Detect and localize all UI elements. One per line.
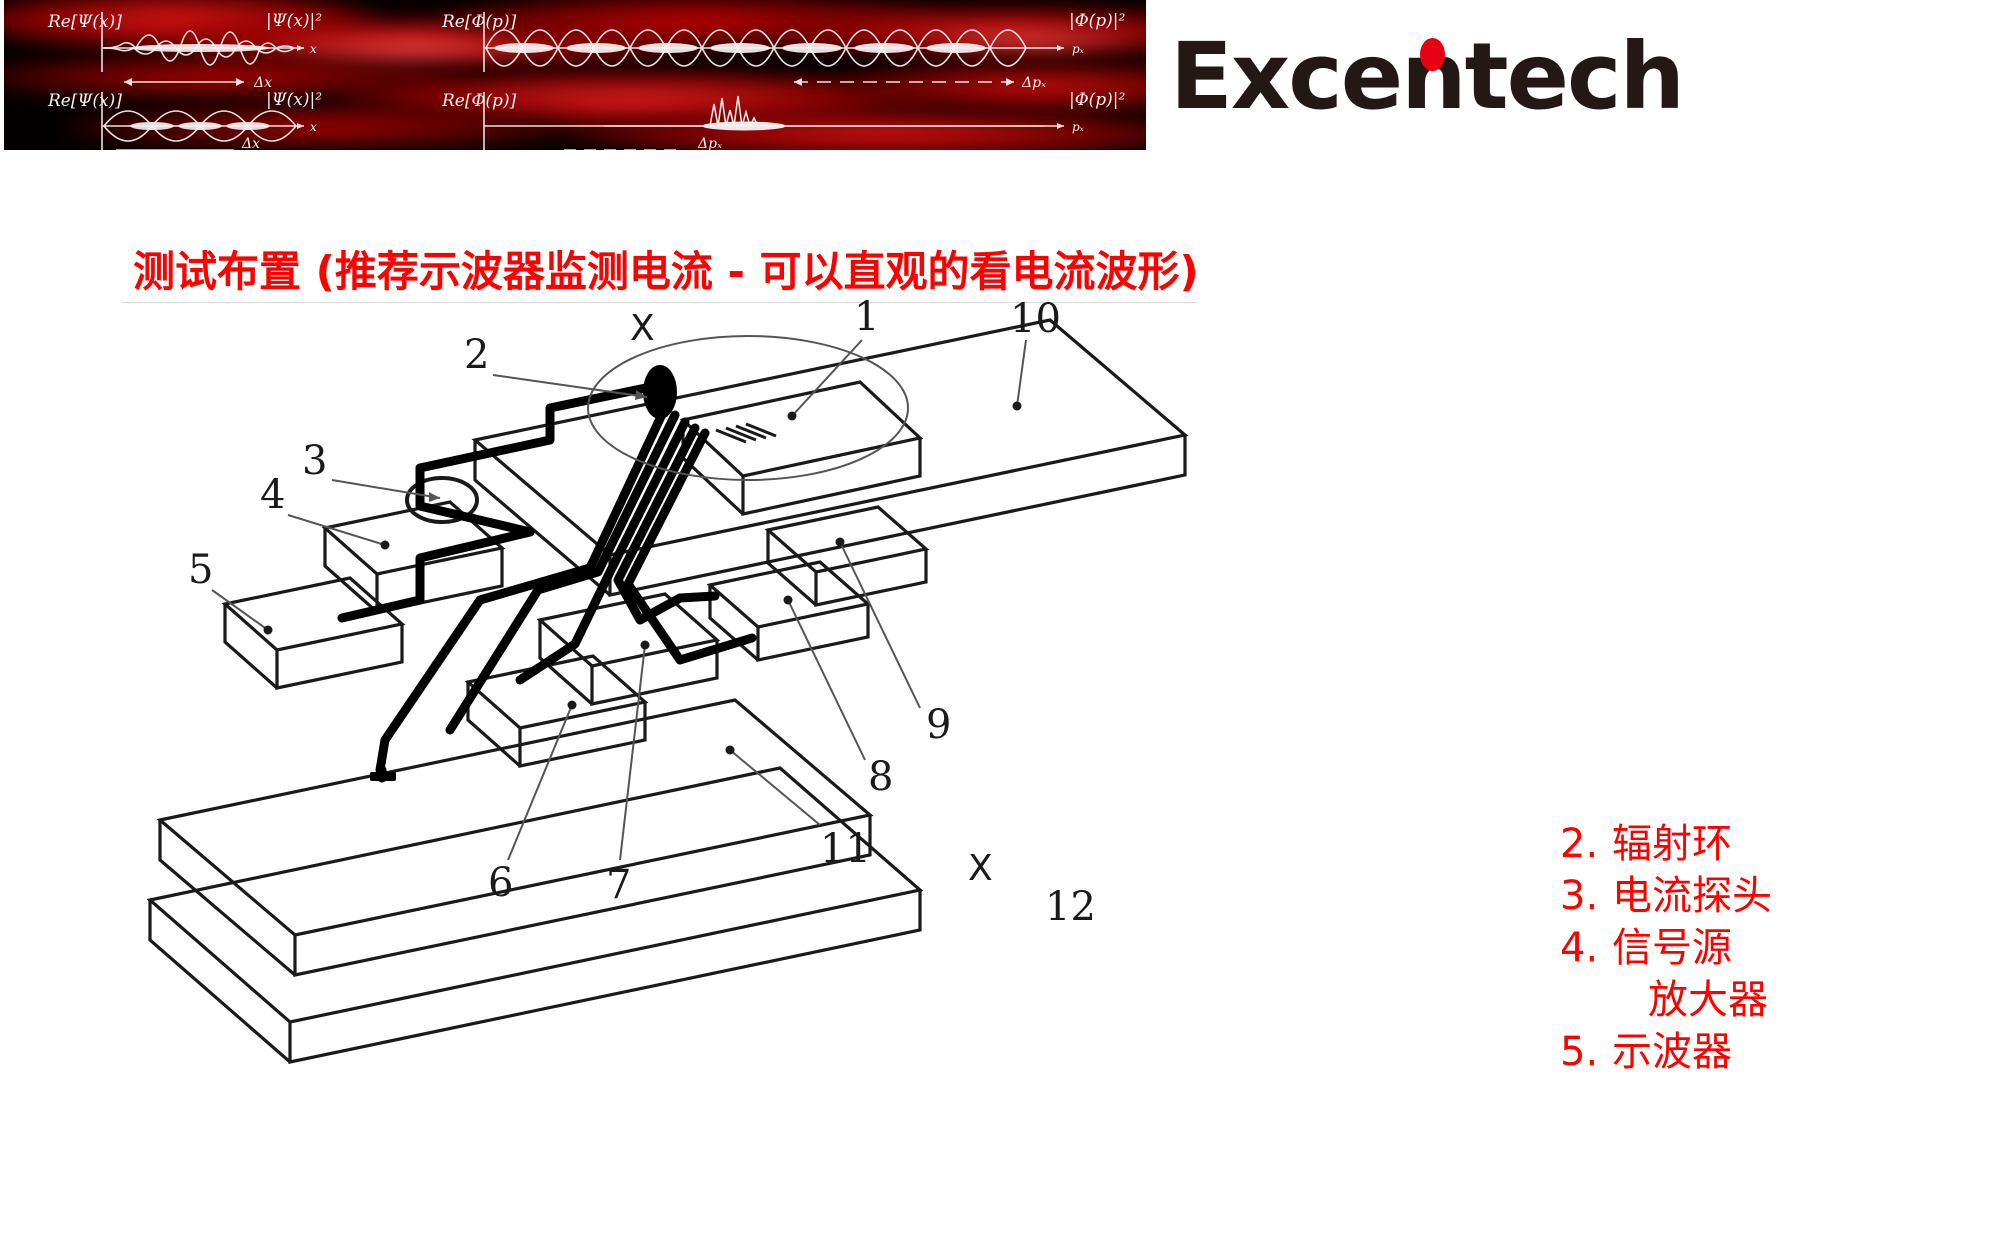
- quantum-wavefunction-banner: Re[Ψ(x)] |Ψ(x)|² Re[Φ(p)] |Φ(p)|² Re[Ψ(x…: [4, 0, 1146, 150]
- banner-delta-x-top: Δx: [253, 75, 272, 91]
- test-setup-isometric-diagram: 2 1 10 3 4 5 6 7 8 9 11 12 X X: [120, 300, 1460, 1180]
- callout-4: 4: [260, 472, 285, 518]
- callout-3: 3: [302, 438, 327, 484]
- legend-item-5: 5. 示波器: [1560, 1026, 1980, 1078]
- logo-accent-dot: [1420, 38, 1445, 71]
- banner-label-p1: Re[Ψ(x)]: [47, 12, 122, 32]
- title-divider: [122, 302, 1197, 303]
- legend-item-2-number: 2.: [1560, 821, 1599, 867]
- callout-6: 6: [488, 860, 513, 906]
- callout-2: 2: [464, 332, 489, 378]
- slide-header: Re[Ψ(x)] |Ψ(x)|² Re[Φ(p)] |Φ(p)|² Re[Ψ(x…: [0, 0, 2000, 152]
- legend-item-4-number: 4.: [1560, 925, 1599, 971]
- legend-item-3: 3. 电流探头: [1560, 870, 1980, 922]
- callout-1: 1: [854, 300, 879, 340]
- legend-item-2: 2. 辐射环: [1560, 818, 1980, 870]
- legend-list: 2. 辐射环 3. 电流探头 4. 信号源 放大器 5. 示波器: [1560, 818, 1980, 1078]
- wavefunction-plots: Re[Ψ(x)] |Ψ(x)|² Re[Φ(p)] |Φ(p)|² Re[Ψ(x…: [47, 11, 1126, 150]
- legend-item-2-label: 辐射环: [1612, 821, 1732, 867]
- legend-item-4-label: 信号源: [1612, 925, 1732, 971]
- banner-label-p3: Re[Φ(p)]: [441, 12, 517, 32]
- diagram-svg: 2 1 10 3 4 5 6 7 8 9 11 12 X X: [146, 300, 1189, 1064]
- banner-label-p2: |Ψ(x)|²: [266, 11, 322, 31]
- legend-item-5-number: 5.: [1560, 1029, 1599, 1075]
- callout-12: 12: [1045, 884, 1096, 930]
- banner-label-p8: |Φ(p)|²: [1069, 90, 1126, 110]
- legend-item-3-label: 电流探头: [1612, 873, 1772, 919]
- banner-label-p5: Re[Ψ(x)]: [47, 91, 122, 111]
- callout-8: 8: [868, 754, 893, 800]
- banner-label-p6: |Ψ(x)|²: [266, 90, 322, 110]
- legend-item-4-continuation: 放大器: [1648, 977, 1768, 1023]
- legend-item-5-label: 示波器: [1612, 1029, 1732, 1075]
- callout-10: 10: [1010, 300, 1061, 342]
- banner-axis-p-top: pₓ: [1072, 42, 1085, 56]
- company-logo: Excentech: [1170, 18, 1970, 136]
- banner-axis-p-bottom: pₓ: [1072, 120, 1085, 134]
- banner-axis-x-top: x: [310, 42, 317, 56]
- section-mark-x-bottom: X: [968, 848, 993, 889]
- banner-axis-x-bottom: x: [310, 120, 317, 134]
- callout-7: 7: [606, 862, 631, 908]
- callout-11: 11: [820, 826, 871, 872]
- section-mark-x-top: X: [630, 308, 655, 349]
- callout-5: 5: [188, 547, 213, 593]
- banner-delta-p-top: Δpₓ: [1021, 75, 1046, 91]
- legend-item-4: 4. 信号源 放大器: [1560, 922, 1980, 1026]
- banner-delta-x-bottom: Δx: [241, 136, 260, 150]
- radiating-ring-toroid: [643, 365, 677, 419]
- banner-delta-p-bottom: Δpₓ: [697, 136, 722, 150]
- banner-label-p7: Re[Φ(p)]: [441, 91, 517, 111]
- banner-label-p4: |Φ(p)|²: [1069, 11, 1126, 31]
- page-title: 测试布置 (推荐示波器监测电流 - 可以直观的看电流波形): [133, 247, 1199, 296]
- callout-9: 9: [926, 702, 951, 748]
- section-detail-ellipse: [587, 335, 909, 481]
- legend-item-3-number: 3.: [1560, 873, 1599, 919]
